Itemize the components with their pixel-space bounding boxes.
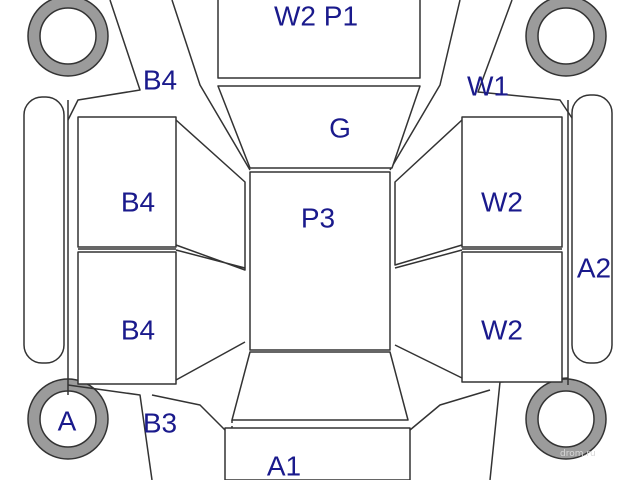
center-roof-panel (249, 171, 391, 351)
label-left-front-door: B4 (121, 187, 155, 218)
label-left-rear-wheel: A (58, 406, 77, 437)
left-rear-door (77, 251, 177, 385)
label-right-rear-door: W2 (481, 315, 523, 346)
watermark-text: drom.ru (560, 449, 596, 459)
label-center: P3 (301, 203, 335, 234)
label-left-top: B4 (143, 65, 177, 96)
left-front-door (77, 116, 177, 248)
label-rear: A1 (267, 451, 301, 480)
windshield-panel (217, 85, 421, 169)
hood-left-line (171, 0, 251, 171)
hub-icon (537, 390, 595, 448)
hood-right-line (389, 0, 461, 171)
wheel-front-right (525, 0, 607, 77)
left-side-skirt (23, 96, 65, 364)
label-right-top: W1 (467, 71, 509, 102)
right-door-pillar-lines (394, 119, 463, 379)
rear-window-panel (231, 351, 409, 421)
right-lower-line (409, 389, 491, 431)
label-roof-top: W2 P1 (274, 1, 358, 32)
wheel-rear-right (525, 378, 607, 460)
right-front-door (461, 116, 563, 248)
roof-panel (217, 0, 421, 79)
label-left-rear-door: B4 (121, 315, 155, 346)
right-rear-door (461, 251, 563, 383)
wheel-front-left (27, 0, 109, 77)
hub-icon (537, 7, 595, 65)
hub-icon (39, 7, 97, 65)
left-lower-line (151, 394, 226, 431)
label-right-front-door: W2 (481, 187, 523, 218)
label-right-side: A2 (577, 253, 611, 284)
right-front-fender (477, 0, 573, 119)
label-left-bottom: B3 (143, 408, 177, 439)
left-front-fender (67, 0, 141, 121)
label-hood: G (329, 113, 351, 144)
left-rear-fender (67, 384, 153, 480)
wheel-rear-left (27, 378, 109, 460)
trunk-panel (224, 427, 411, 480)
right-side-skirt (571, 94, 613, 364)
left-door-pillar-lines (175, 119, 246, 381)
